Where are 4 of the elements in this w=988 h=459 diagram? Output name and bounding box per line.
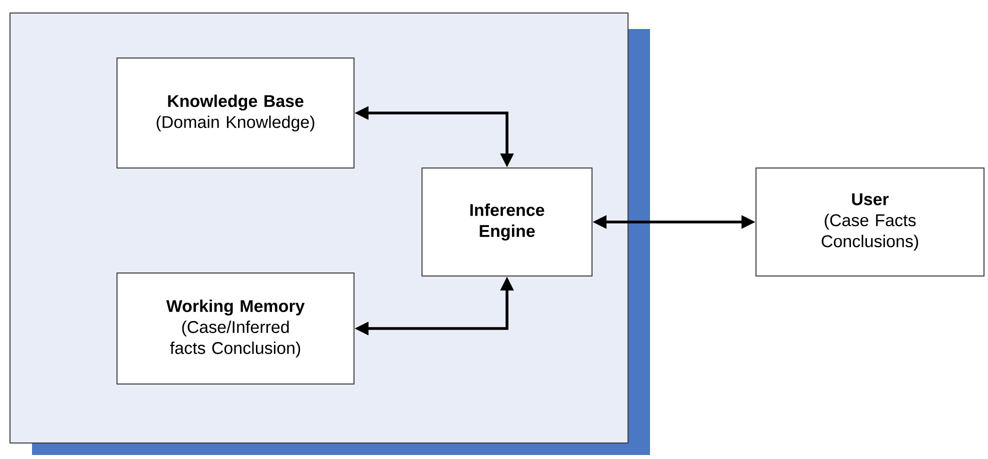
- user-box: User (Case Facts Conclusions): [756, 168, 984, 276]
- component-box: Working Memory (Case/Inferred facts Conclusion): [116, 272, 354, 384]
- component-box: Inference Engine: [422, 168, 592, 276]
- component-box: Knowledge Base (Domain Knowledge): [116, 58, 354, 168]
